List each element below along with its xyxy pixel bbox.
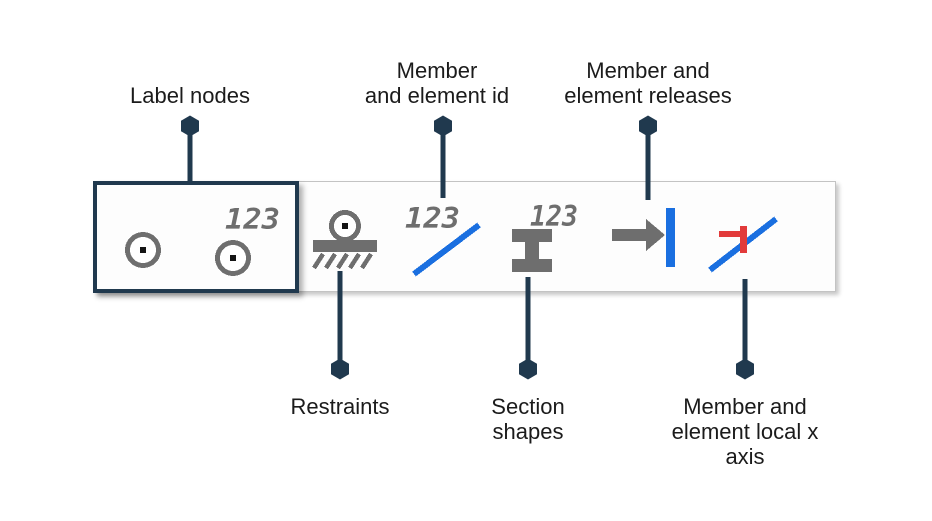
- callout-line: axis: [725, 444, 765, 469]
- local-x-arrow-horizontal: [719, 231, 745, 237]
- node-id-badge: 123: [225, 203, 280, 236]
- release-arrow-shaft: [612, 229, 648, 241]
- callout-line: element local x: [671, 419, 819, 444]
- label-nodes-highlight-box: [93, 181, 299, 293]
- callout-line: Restraints: [290, 394, 390, 419]
- restraint-hatch: [324, 252, 337, 270]
- hex-pin-local-x-axis: [736, 358, 754, 380]
- restraint-center-dot: [342, 223, 348, 229]
- callout-line: Member and: [683, 394, 807, 419]
- member-element-id-button[interactable]: 123: [405, 202, 481, 277]
- callout-member-element-id: Member and element id: [365, 58, 509, 108]
- node-center-dot: [230, 255, 236, 261]
- ibeam-bottom-flange: [512, 259, 552, 272]
- hex-pin-restraints: [331, 358, 349, 380]
- section-shapes-button[interactable]: 123: [512, 200, 578, 272]
- member-line-icon: [412, 222, 481, 277]
- callout-line: Member and: [586, 58, 710, 83]
- callout-line: Label nodes: [130, 83, 250, 108]
- callout-line: element releases: [564, 83, 732, 108]
- callout-line: Member: [396, 58, 478, 83]
- node-center-dot: [140, 247, 146, 253]
- callout-label-nodes: Label nodes: [130, 83, 250, 108]
- restraints-button[interactable]: [312, 210, 377, 270]
- member-id-badge: 123: [405, 202, 460, 235]
- callout-line: Section: [491, 394, 565, 419]
- callout-section-shapes: Section shapes: [491, 394, 564, 444]
- ibeam-top-flange: [512, 229, 552, 242]
- release-member-bar: [666, 208, 675, 267]
- ibeam-web: [525, 237, 539, 265]
- callout-line: and element id: [364, 83, 510, 108]
- label-nodes-button[interactable]: 123: [125, 203, 281, 276]
- restraint-hatch: [348, 252, 361, 270]
- callout-line: shapes: [492, 419, 564, 444]
- restraint-hatch: [336, 252, 349, 270]
- restraint-hatch: [312, 252, 325, 270]
- callout-member-element-releases: Member and element releases: [564, 58, 732, 108]
- callout-restraints: Restraints: [290, 394, 389, 419]
- hex-pin-releases: [639, 115, 657, 137]
- hex-pin-member-id: [434, 115, 452, 137]
- member-element-releases-button[interactable]: [612, 208, 675, 267]
- callout-local-x-axis: Member and element local x axis: [672, 394, 819, 469]
- hex-pin-label-nodes: [181, 115, 199, 137]
- restraint-hatch: [360, 252, 373, 270]
- hex-pin-section-shapes: [519, 358, 537, 380]
- release-arrow-head: [646, 219, 665, 251]
- restraint-ground-bar: [313, 240, 377, 252]
- member-element-local-x-axis-button[interactable]: [708, 216, 778, 273]
- section-id-badge: 123: [530, 200, 578, 233]
- local-x-arrow-vertical: [740, 226, 747, 253]
